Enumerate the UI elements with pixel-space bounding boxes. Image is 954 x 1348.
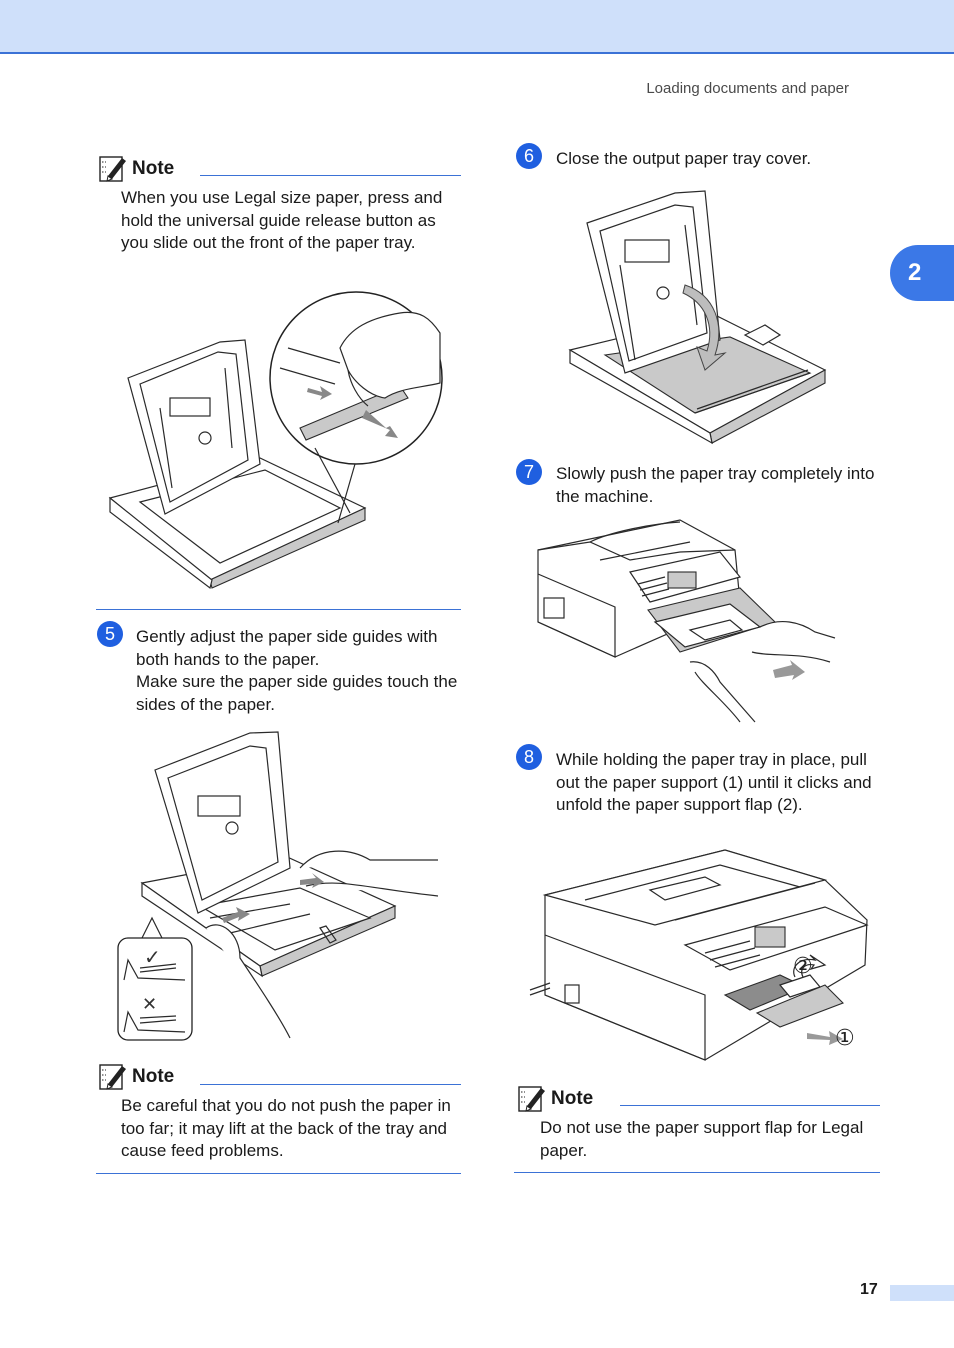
note-pencil-icon — [518, 1086, 545, 1112]
note-heading-1: Note — [98, 154, 174, 184]
figure-adjust-guides: ✓ ✕ — [110, 728, 445, 1046]
note-pencil-icon — [99, 1064, 126, 1090]
note-text-1: When you use Legal size paper, press and… — [121, 188, 443, 252]
chapter-tab: 2 — [890, 245, 954, 301]
note-end-rule — [96, 1173, 461, 1174]
step-5-line-2: Make sure the paper side guides touch th… — [136, 672, 458, 714]
top-header-band — [0, 0, 954, 54]
figure-close-cover — [565, 185, 830, 447]
callout-2: ② — [793, 954, 813, 979]
cross-mark: ✕ — [142, 994, 157, 1015]
running-header: Loading documents and paper — [646, 80, 849, 97]
note-pencil-icon — [99, 156, 126, 182]
step-6-badge: 6 — [516, 143, 542, 169]
check-mark: ✓ — [144, 945, 161, 969]
note-label: Note — [132, 158, 175, 179]
figure-paper-support: ② ① — [525, 845, 873, 1067]
note-rule — [200, 175, 461, 176]
note-label: Note — [132, 1066, 175, 1087]
step-5-text: Gently adjust the paper side guides with… — [136, 626, 464, 716]
note-text-2: Be careful that you do not push the pape… — [121, 1096, 451, 1160]
page-number: 17 — [860, 1281, 878, 1298]
figure-tray-legal — [100, 288, 450, 593]
note-text-3: Do not use the paper support flap for Le… — [540, 1118, 864, 1160]
note-heading-2: Note — [98, 1062, 174, 1092]
figure-push-tray — [530, 512, 840, 730]
note-label: Note — [551, 1088, 594, 1109]
step-8-text: While holding the paper tray in place, p… — [556, 750, 872, 814]
note-rule — [620, 1105, 880, 1106]
step-5-line-1: Gently adjust the paper side guides with… — [136, 627, 438, 669]
step-7-text: Slowly push the paper tray completely in… — [556, 464, 875, 506]
step-7-badge: 7 — [516, 459, 542, 485]
note-rule — [200, 1084, 461, 1085]
step-5-badge: 5 — [97, 621, 123, 647]
note-end-rule — [514, 1172, 880, 1173]
note-heading-3: Note — [517, 1084, 593, 1114]
step-6-text: Close the output paper tray cover. — [556, 149, 812, 168]
section-rule — [96, 609, 461, 610]
callout-1: ① — [835, 1026, 855, 1051]
step-8-badge: 8 — [516, 744, 542, 770]
page-number-bar — [890, 1285, 954, 1301]
